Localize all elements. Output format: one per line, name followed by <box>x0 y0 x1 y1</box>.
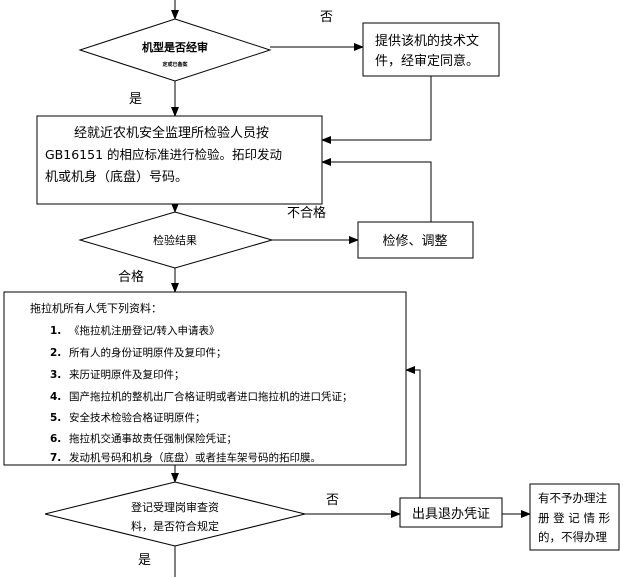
doc-item-num: 2. <box>50 347 61 359</box>
reject-line-3: 的，不得办理 <box>538 530 607 544</box>
decision-model-reviewed: 机型是否经审 定或已备案 <box>78 18 272 82</box>
doc-item-num: 5. <box>50 412 61 424</box>
tech-docs-line-2: 件，经审定同意。 <box>375 53 479 69</box>
tech-docs-line-1: 提供该机的技术文 <box>375 33 479 49</box>
decision-diamond <box>44 481 306 547</box>
documents-heading: 拖拉机所有人凭下列资料： <box>30 301 162 315</box>
inspection-line-1: 经就近农机安全监理所检验人员按 <box>74 125 269 141</box>
doc-item-text: 《拖拉机注册登记/转入申请表》 <box>69 324 220 337</box>
register-line-1: 登记受理岗审查资 <box>131 500 219 514</box>
connectors <box>171 0 531 577</box>
label-fail: 不合格 <box>287 205 326 221</box>
label-pass: 合格 <box>118 269 144 285</box>
doc-item-num: 1. <box>50 325 61 337</box>
label-yes-top: 是 <box>129 92 142 107</box>
doc-item-text: 发动机号码和机身（底盘）或者挂车架号码的拓印膜。 <box>69 451 321 464</box>
documents-list: 1. 《拖拉机注册登记/转入申请表》 2. 所有人的身份证明原件及复印件； 3.… <box>50 324 353 464</box>
doc-item-text: 来历证明原件及复印件； <box>69 368 185 381</box>
doc-item-num: 7. <box>50 452 61 464</box>
doc-item-text: 所有人的身份证明原件及复印件； <box>69 346 227 359</box>
label-no-top: 否 <box>320 10 333 25</box>
doc-item-num: 4. <box>50 391 61 403</box>
inspection-line-2: GB16151 的相应标准进行检验。拓印发动 <box>45 147 282 162</box>
decision-inspection-result: 检验结果 <box>78 211 274 269</box>
inspection-line-3: 机或机身（底盘）号码。 <box>45 169 188 185</box>
reject-line-1: 有不予办理注 <box>538 491 607 505</box>
doc-item-num: 3. <box>50 369 61 381</box>
decision-diamond <box>78 211 274 269</box>
box-refund: 出具退办凭证 <box>399 497 503 528</box>
repair-label: 检修、调整 <box>382 234 447 249</box>
doc-item-num: 6. <box>50 433 61 445</box>
box-repair: 检修、调整 <box>357 221 474 259</box>
doc-item-text: 国产拖拉机的整机出厂合格证明或者进口拖拉机的进口凭证； <box>69 390 353 403</box>
doc-item-text: 拖拉机交通事故责任强制保险凭证； <box>69 432 237 445</box>
label-yes-bottom: 是 <box>138 553 151 568</box>
refund-label: 出具退办凭证 <box>412 507 490 522</box>
decision-registration-review: 登记受理岗审查资 料，是否符合规定 <box>44 481 306 547</box>
label-no-bottom: 否 <box>326 493 339 508</box>
doc-item-text: 安全技术检验合格证明原件； <box>69 411 206 424</box>
box-inspection: 经就近农机安全监理所检验人员按 GB16151 的相应标准进行检验。拓印发动 机… <box>36 115 323 205</box>
box-tech-docs: 提供该机的技术文 件，经审定同意。 <box>362 22 500 77</box>
box-documents: 拖拉机所有人凭下列资料： 1. 《拖拉机注册登记/转入申请表》 2. 所有人的身… <box>3 291 407 466</box>
register-line-2: 料，是否符合规定 <box>131 519 219 533</box>
arrow-refund-back <box>405 366 421 498</box>
arrow-repair-back <box>321 158 432 222</box>
arrow-techdocs-back <box>321 76 432 144</box>
decision-review-title: 机型是否经审 <box>142 40 208 54</box>
decision-result-label: 检验结果 <box>153 233 197 247</box>
decision-review-subtitle: 定或已备案 <box>161 61 188 68</box>
decision-diamond <box>78 18 272 82</box>
box-reject: 有不予办理注 册 登 记 情 形 的，不得办理 <box>529 483 620 551</box>
reject-line-2: 册 登 记 情 形 <box>538 511 611 525</box>
